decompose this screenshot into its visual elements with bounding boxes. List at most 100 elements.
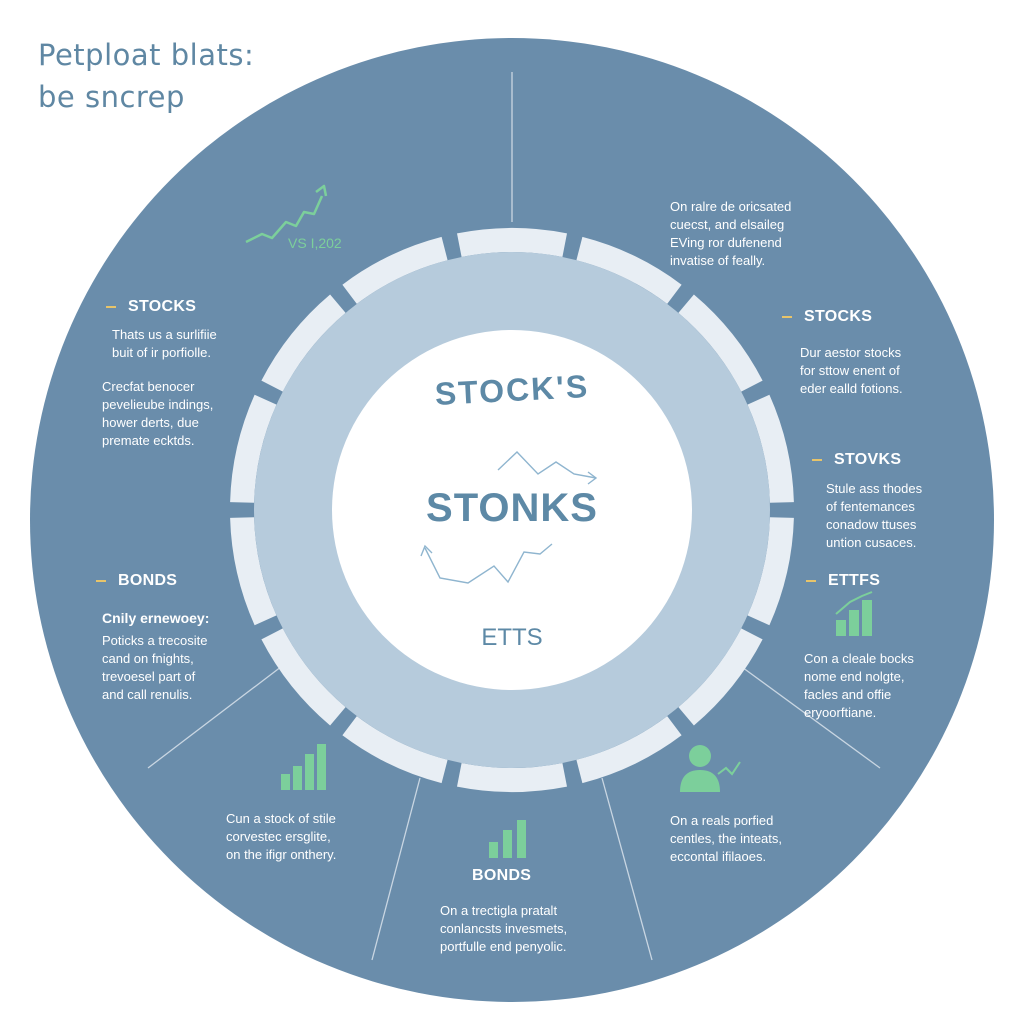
text-line: invatise of feally.: [670, 253, 766, 268]
accent-dash: [782, 315, 792, 318]
text-line: trevoesel part of: [102, 669, 196, 684]
bar: [281, 774, 290, 790]
text-line: conadow ttuses: [826, 517, 917, 532]
divider-bottom-left: [371, 777, 421, 961]
text-line: On ralre de oricsated: [670, 199, 792, 214]
text-line: pevelieube indings,: [102, 397, 214, 412]
bar-chart-icon-center: [489, 820, 526, 858]
text-line: Stule ass thodes: [826, 481, 923, 496]
person-body: [680, 770, 720, 792]
ring-segment: [230, 517, 277, 626]
center-trend-top: [497, 451, 597, 479]
text-line: hower derts, due: [102, 415, 199, 430]
ring-segment: [747, 517, 794, 626]
right-etffs-heading: ETTFS: [806, 572, 880, 590]
bar: [849, 610, 859, 636]
divider-lines: [147, 72, 881, 961]
text-line: Thats us a surlifiie: [112, 327, 217, 342]
divider-right-low: [734, 661, 881, 769]
left-bonds-heading: BONDS: [96, 572, 177, 590]
text-line: On a reals porfied: [670, 813, 774, 828]
center-arrow-bottom: [420, 544, 433, 557]
accent-dash: [812, 458, 822, 461]
text-line: portfulle end penyolic.: [440, 939, 567, 954]
text-line: buit of ir porfiolle.: [112, 345, 211, 360]
accent-dash: [806, 579, 816, 582]
investor-person-icon: [680, 745, 741, 792]
growth-arrowhead: [315, 184, 328, 197]
bottom-left-para: Cun a stock of stile corvestec ersglite,…: [226, 810, 336, 864]
bar: [836, 620, 846, 636]
text-line: cand on fnights,: [102, 651, 194, 666]
left-bonds-para: Poticks a trecosite cand on fnights, tre…: [102, 632, 208, 704]
ring-segment: [678, 628, 763, 726]
ring-segment: [678, 294, 763, 392]
text-line: Dur aestor stocks: [800, 345, 902, 360]
text-line: cuecst, and elsaileg: [670, 217, 785, 232]
ring-segments: [230, 227, 794, 793]
text-line: Con a cleale bocks: [804, 651, 914, 666]
person-trend: [717, 761, 741, 776]
text-line: premate ecktds.: [102, 433, 195, 448]
center-label-bottom: ETTS: [481, 624, 543, 651]
left-bonds-heading-text: BONDS: [118, 572, 178, 589]
text-line: On a trectigla pratalt: [440, 903, 558, 918]
text-line: on the ifigr onthery.: [226, 847, 337, 862]
text-line: for sttow enent of: [800, 363, 900, 378]
ring-segment: [261, 294, 346, 392]
page-title-line2: be sncrep: [38, 80, 185, 114]
text-line: nome end nolgte,: [804, 669, 905, 684]
ring-segment: [230, 394, 277, 503]
page-title: Petploat blats: be sncrep: [38, 34, 254, 118]
bar: [305, 754, 314, 790]
left-stocks-para1: Thats us a surlifiie buit of ir porfioll…: [112, 326, 217, 362]
ring-segment: [342, 716, 448, 784]
text-line: conlancsts invesmets,: [440, 921, 568, 936]
text-line: centles, the inteats,: [670, 831, 783, 846]
bottom-right-para: On a reals porfied centles, the inteats,…: [670, 812, 782, 866]
text-line: Crecfat benocer: [102, 379, 195, 394]
accent-dash: [96, 579, 106, 582]
bar: [293, 766, 302, 790]
center-circle: [332, 330, 692, 690]
right-etffs-heading-text: ETTFS: [828, 572, 881, 589]
ring-segment: [342, 236, 448, 304]
page-title-line1: Petploat blats:: [38, 38, 255, 72]
right-stocks-para: Dur aestor stocks for sttow enent of ede…: [800, 344, 903, 398]
text-line: corvestec ersglite,: [226, 829, 331, 844]
left-bonds-subheading: Cnily ernewoey:: [102, 610, 210, 626]
text-line: eccontal ifilaoes.: [670, 849, 767, 864]
bar: [517, 820, 526, 858]
ring-segment: [747, 394, 794, 503]
text-line: Cun a stock of stile: [226, 811, 336, 826]
right-stocks-heading-text: STOCKS: [804, 308, 873, 325]
right-top-note: On ralre de oricsated cuecst, and elsail…: [670, 198, 791, 270]
bar: [317, 744, 326, 790]
bar: [862, 600, 872, 636]
bar: [503, 830, 512, 858]
text-line: eryoorftiane.: [804, 705, 877, 720]
growth-line: [245, 195, 324, 244]
bar-chart-icon-right: [835, 591, 873, 636]
bar-trend: [835, 591, 873, 615]
divider-left-low: [147, 659, 291, 769]
right-stovks-para: Stule ass thodes of fentemances conadow …: [826, 480, 922, 552]
ring-segment: [457, 227, 567, 257]
left-stocks-heading: STOCKS: [106, 298, 196, 316]
text-line: untion cusaces.: [826, 535, 917, 550]
accent-dash: [106, 305, 116, 308]
bar-chart-icon-left: [281, 744, 326, 790]
ring-segment: [457, 763, 567, 793]
left-stocks-para2: Crecfat benocer pevelieube indings, howe…: [102, 378, 213, 450]
center-trend-bottom: [424, 543, 553, 584]
right-stovks-heading: STOVKS: [812, 451, 901, 469]
person-head: [689, 745, 711, 767]
right-stocks-heading: STOCKS: [782, 308, 872, 326]
ring-segment: [576, 236, 682, 304]
ring-segment: [261, 628, 346, 726]
text-line: and call renulis.: [102, 687, 193, 702]
center-trend-lines: [420, 451, 598, 584]
left-stocks-heading-text: STOCKS: [128, 298, 197, 315]
